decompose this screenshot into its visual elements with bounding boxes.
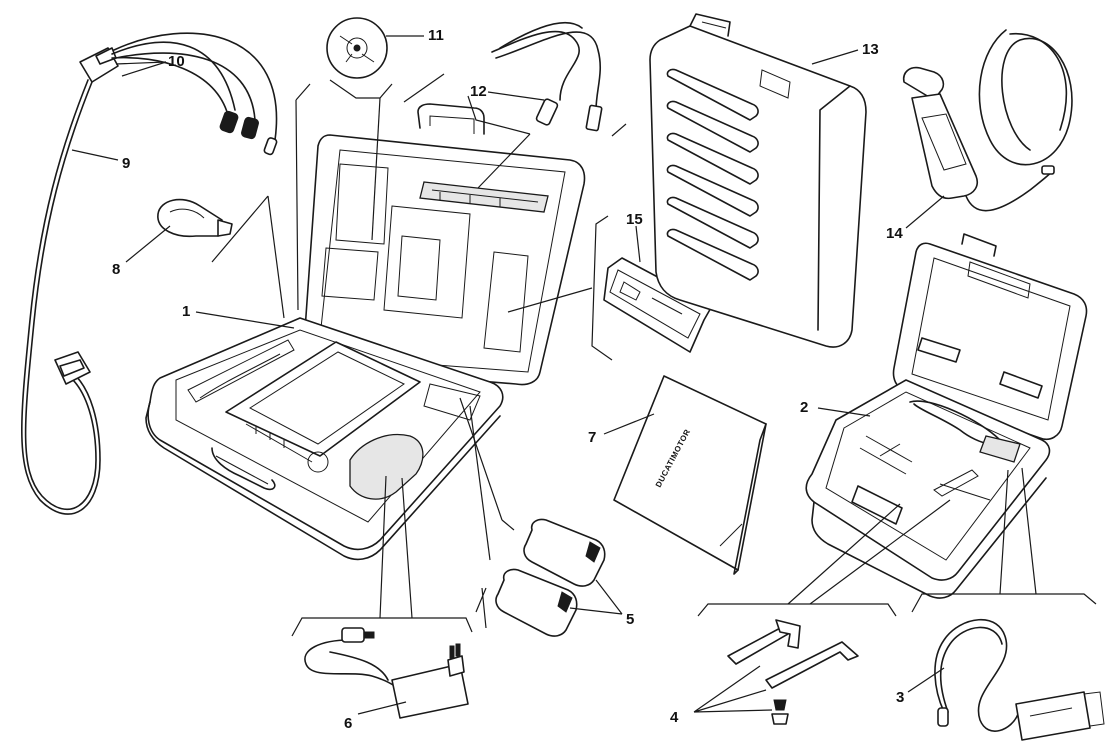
explosion-lines <box>211 73 1097 637</box>
callout-6: 6 <box>344 715 352 732</box>
accessory-tray-15 <box>603 257 713 353</box>
callout-2: 2 <box>800 399 808 416</box>
battery-charger-6 <box>304 627 469 719</box>
callout-labels: 1 2 3 4 5 6 7 8 9 10 11 12 13 14 15 <box>112 27 904 732</box>
callout-13: 13 <box>862 41 879 58</box>
callout-8: 8 <box>112 261 120 278</box>
diagnostic-cable-9 <box>21 79 101 515</box>
extension-cable-3 <box>934 618 1105 741</box>
small-accessory-case-2 <box>805 233 1088 599</box>
usb-cable-12 <box>491 21 603 132</box>
splitter-connector-10 <box>79 32 278 156</box>
callout-1: 1 <box>182 303 190 320</box>
current-clamp-14 <box>902 29 1073 212</box>
battery-packs-5 <box>495 518 606 637</box>
callout-10: 10 <box>168 53 185 70</box>
callout-7: 7 <box>588 429 596 446</box>
callout-leaders <box>71 35 945 715</box>
software-cd-11 <box>326 17 388 79</box>
callout-9: 9 <box>122 155 130 172</box>
closed-carry-case-13 <box>649 13 867 348</box>
adapter-dongle-8 <box>157 198 233 238</box>
callout-5: 5 <box>626 611 634 628</box>
main-tester-case-1 <box>145 103 586 561</box>
callout-4: 4 <box>670 709 679 726</box>
callout-11: 11 <box>428 27 444 44</box>
owners-manual-7: DUCATIMOTOR <box>613 375 767 575</box>
callout-3: 3 <box>896 689 904 706</box>
callout-14: 14 <box>886 225 903 242</box>
callout-15: 15 <box>626 211 643 228</box>
mounting-brackets-4 <box>727 619 859 725</box>
callout-12: 12 <box>470 83 487 100</box>
